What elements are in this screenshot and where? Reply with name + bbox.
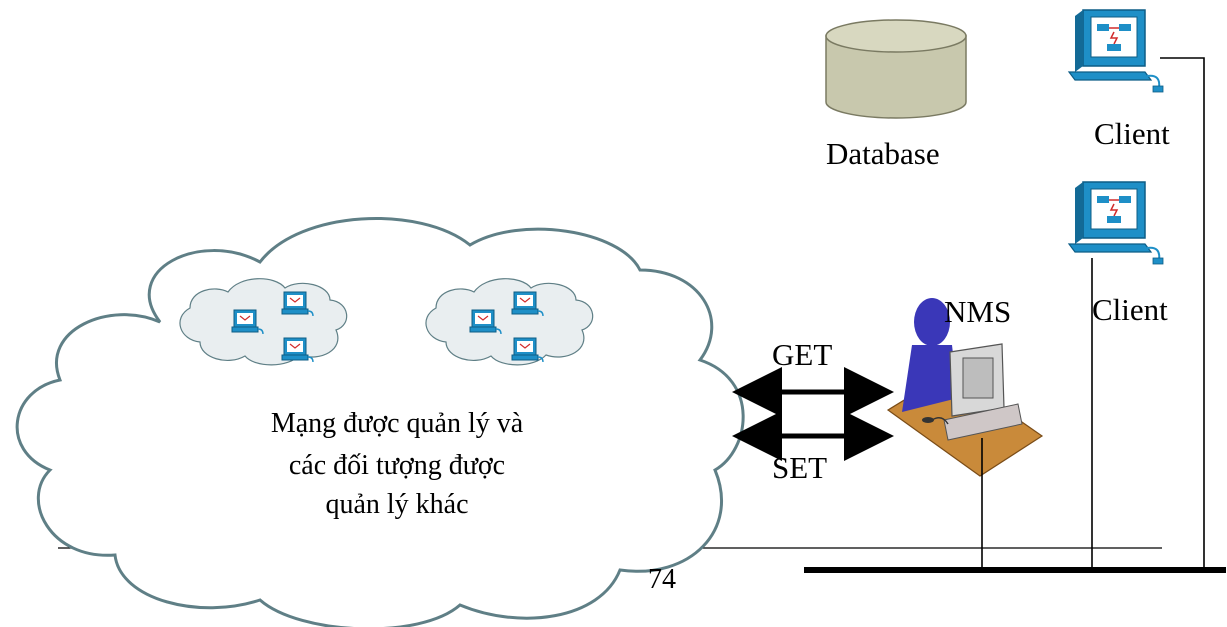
- set-label: SET: [772, 450, 827, 485]
- client-label-top: Client: [1094, 116, 1170, 151]
- cloud-label-line-3: quản lý khác: [325, 489, 468, 520]
- client-top-drop-line: [1160, 57, 1205, 567]
- database-icon[interactable]: [825, 19, 967, 119]
- slide-number: 74: [648, 564, 676, 595]
- subnet-cloud-left: [179, 278, 348, 366]
- get-label: GET: [772, 337, 832, 372]
- subnet-cloud-right: [425, 278, 594, 366]
- database-label: Database: [826, 136, 940, 171]
- cloud-label-line-2: các đối tượng được: [289, 450, 505, 481]
- client-label-bottom: Client: [1092, 292, 1168, 327]
- nms-label: NMS: [944, 294, 1011, 329]
- client-computer-icon[interactable]: [1068, 9, 1164, 93]
- client-computer-icon[interactable]: [1068, 181, 1164, 265]
- nms-workstation-icon[interactable]: [886, 298, 1044, 477]
- cloud-label-line-1: Mạng được quản lý và: [271, 408, 524, 439]
